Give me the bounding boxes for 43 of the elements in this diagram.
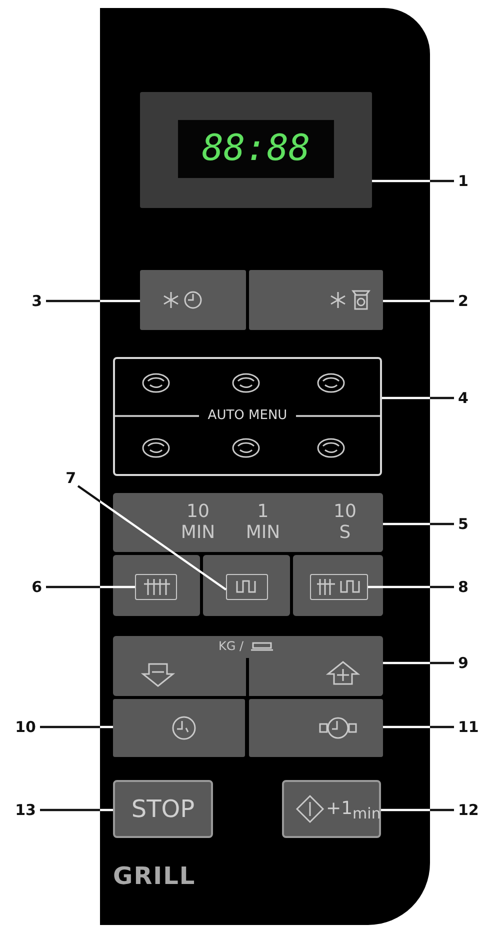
callout-number: 12 [458,801,484,819]
callout-number: 13 [8,801,36,819]
callout-number: 6 [14,578,42,596]
time-key-bar [113,493,383,552]
leader-line [383,726,454,728]
defrost-weight-button [249,270,383,330]
weight-label: KG / [217,639,245,653]
callout-number: 1 [458,172,484,190]
callout-number: 9 [458,654,484,672]
digit-readout: 88:88 [200,128,312,170]
leader-line [382,396,454,400]
leader-line [46,300,140,302]
leader-line [77,485,227,590]
display-panel [140,92,372,208]
leader-line [46,586,135,588]
leader-line [40,726,113,728]
leader-line [381,808,454,812]
leader-line [383,522,454,526]
callout-number: 8 [458,578,484,596]
callout-number: 4 [458,389,484,407]
callout-number: 7 [48,469,76,487]
weight-key-row [113,636,383,696]
leader-line [368,586,454,588]
leader-line [40,808,113,812]
key-label: 10 S [332,501,358,543]
callout-number: 5 [458,515,484,533]
panel-heading: AUTO MENU [206,407,288,424]
callout-number: 2 [458,292,484,310]
leader-line [372,180,454,182]
leader-line [383,662,454,664]
clock-button [113,699,245,757]
stop-button: STOP [113,780,213,838]
timer-button [249,699,383,757]
start-button [282,780,381,838]
key-label: 10 MIN [180,501,216,543]
auto-menu-panel [113,357,382,476]
defrost-time-button [140,270,246,330]
brand-caption: GRILL [113,862,196,890]
callout-number: 11 [458,718,484,736]
key-label: 1 MIN [244,501,282,543]
leader-line [383,300,454,302]
callout-number: 3 [14,292,42,310]
callout-number: 10 [8,718,36,736]
